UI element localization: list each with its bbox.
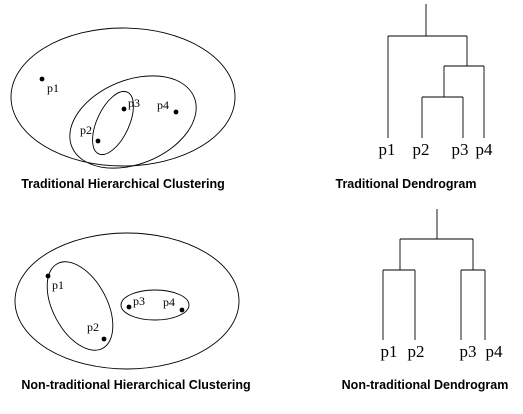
point-p4-label: p4 <box>163 295 175 309</box>
leaf-p1-label: p1 <box>381 342 398 361</box>
point-p2-label: p2 <box>87 320 99 334</box>
traditional-clustering-panel: p1 p2 p3 p4 Traditional Hierarchical Clu… <box>10 27 236 191</box>
traditional-clustering-caption: Traditional Hierarchical Clustering <box>21 177 225 191</box>
point-p3-label: p3 <box>133 294 145 308</box>
point-p1-label: p1 <box>47 81 59 95</box>
point-p2-label: p2 <box>80 123 92 137</box>
inner-cluster-ellipse <box>92 91 134 155</box>
nontraditional-dendrogram-caption: Non-traditional Dendrogram <box>342 378 509 392</box>
point-p4-dot <box>179 307 185 313</box>
nontraditional-clustering-panel: p1 p2 p3 p4 Non-traditional Hierarchical… <box>14 232 251 392</box>
traditional-dendrogram-panel: p1 p2 p3 p4 Traditional Dendrogram <box>336 4 494 191</box>
leaf-p1-label: p1 <box>379 140 396 159</box>
point-p2-dot <box>95 138 101 144</box>
point-p4-dot <box>173 109 179 115</box>
dendrogram-branches <box>387 4 485 138</box>
leaf-p2-label: p2 <box>408 342 425 361</box>
leaf-p3-label: p3 <box>452 140 469 159</box>
outer-cluster-ellipse <box>14 232 240 370</box>
point-p1-label: p1 <box>52 278 64 292</box>
leaf-p3-label: p3 <box>460 342 477 361</box>
point-p1-dot <box>45 273 51 279</box>
nontraditional-dendrogram-panel: p1 p2 p3 p4 Non-traditional Dendrogram <box>342 209 509 392</box>
leaf-p2-label: p2 <box>413 140 430 159</box>
point-p3-dot <box>126 304 132 310</box>
traditional-dendrogram-caption: Traditional Dendrogram <box>336 177 477 191</box>
point-p3-dot <box>121 106 127 112</box>
right-cluster-ellipse <box>120 289 190 321</box>
point-p4-label: p4 <box>157 98 169 112</box>
leaf-p4-label: p4 <box>486 342 504 361</box>
middle-cluster-ellipse <box>69 75 197 169</box>
point-p3-label: p3 <box>128 96 140 110</box>
left-cluster-ellipse <box>46 261 114 351</box>
nontraditional-clustering-caption: Non-traditional Hierarchical Clustering <box>21 378 250 392</box>
point-p1-dot <box>39 76 45 82</box>
point-p2-dot <box>101 336 107 342</box>
dendrogram-branches <box>382 209 486 340</box>
leaf-p4-label: p4 <box>476 140 494 159</box>
outer-cluster-ellipse <box>10 27 236 167</box>
